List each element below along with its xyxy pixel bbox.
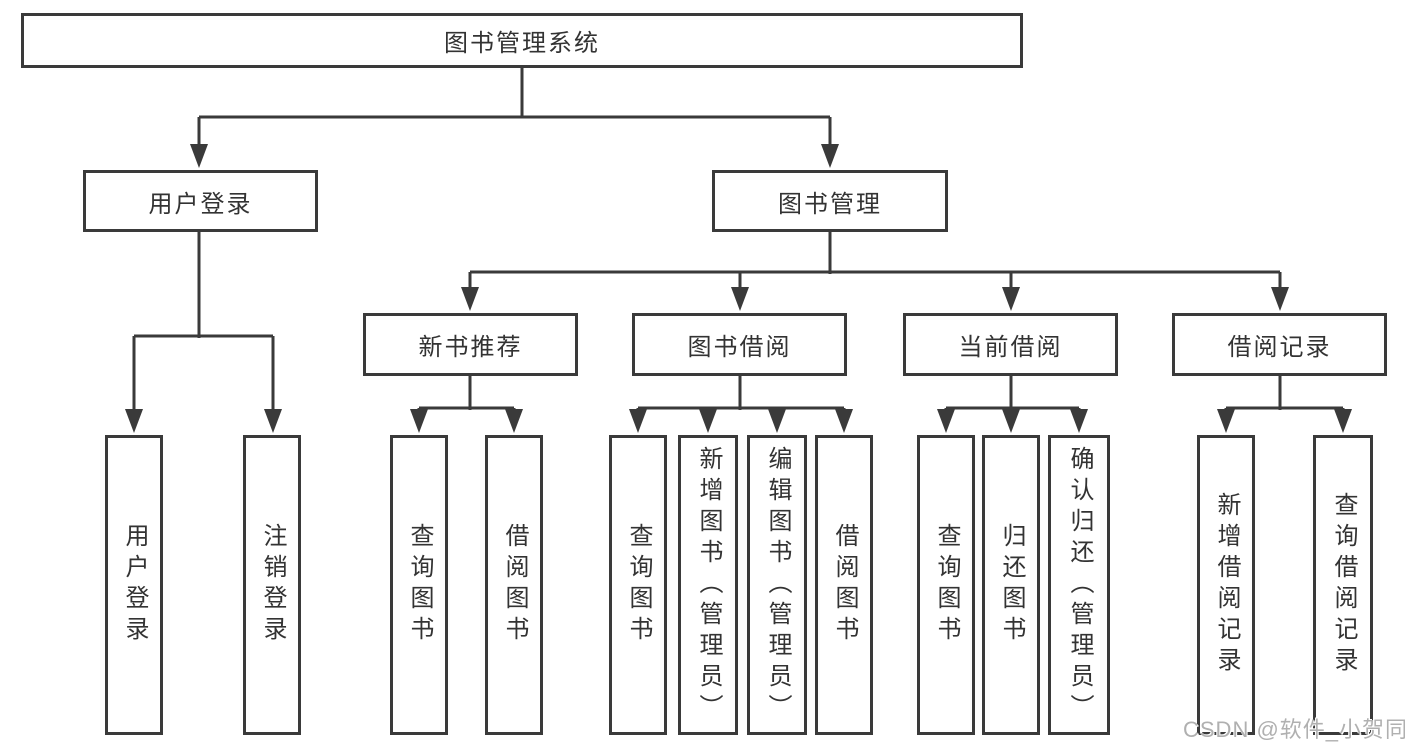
leaf-recommend-query-book: 查询图书: [390, 435, 448, 735]
node-root-system: 图书管理系统: [21, 13, 1023, 68]
node-label: 用户登录: [148, 190, 253, 218]
leaf-recommend-borrow-book: 借阅图书: [485, 435, 543, 735]
node-label: 查询图书: [625, 523, 652, 647]
node-label: 确认归还（管理员）: [1066, 445, 1093, 725]
leaf-borrowing-edit-book-admin: 编辑图书（管理员）: [747, 435, 807, 735]
node-label: 用户登录: [121, 523, 148, 647]
leaf-borrowing-add-book-admin: 新增图书（管理员）: [678, 435, 738, 735]
node-label: 图书借阅: [687, 334, 792, 361]
node-user-login: 用户登录: [83, 170, 318, 232]
node-label: 查询图书: [406, 523, 433, 647]
node-label: 当前借阅: [958, 334, 1063, 361]
csdn-watermark: CSDN @软件_小贺同学: [1183, 717, 1405, 742]
node-label: 借阅图书: [831, 523, 858, 647]
leaf-current-return-book: 归还图书: [982, 435, 1040, 735]
leaf-logout: 注销登录: [243, 435, 301, 735]
node-label: 新增借阅记录: [1213, 492, 1240, 678]
node-label: 借阅记录: [1227, 334, 1332, 361]
node-label: 图书管理: [778, 190, 882, 218]
leaf-records-query-record: 查询借阅记录: [1313, 435, 1373, 735]
leaf-current-confirm-return-admin: 确认归还（管理员）: [1048, 435, 1110, 735]
node-label: 编辑图书（管理员）: [764, 445, 791, 725]
node-current-borrowing: 当前借阅: [903, 313, 1118, 376]
node-label: 新书推荐: [418, 334, 523, 361]
node-book-management: 图书管理: [712, 170, 948, 232]
node-book-borrowing: 图书借阅: [632, 313, 847, 376]
leaf-borrowing-query-book: 查询图书: [609, 435, 667, 735]
node-label: 查询图书: [933, 523, 960, 647]
node-label: 注销登录: [259, 523, 286, 647]
node-label: 借阅图书: [501, 523, 528, 647]
node-label: 图书管理系统: [444, 30, 600, 57]
leaf-records-add-record: 新增借阅记录: [1197, 435, 1255, 735]
node-label: 新增图书（管理员）: [695, 445, 722, 725]
node-new-book-recommend: 新书推荐: [363, 313, 578, 376]
node-label: 归还图书: [998, 523, 1025, 647]
leaf-borrowing-borrow-book: 借阅图书: [815, 435, 873, 735]
leaf-user-login: 用户登录: [105, 435, 163, 735]
node-borrowing-records: 借阅记录: [1172, 313, 1387, 376]
node-label: 查询借阅记录: [1330, 492, 1357, 678]
leaf-current-query-book: 查询图书: [917, 435, 975, 735]
